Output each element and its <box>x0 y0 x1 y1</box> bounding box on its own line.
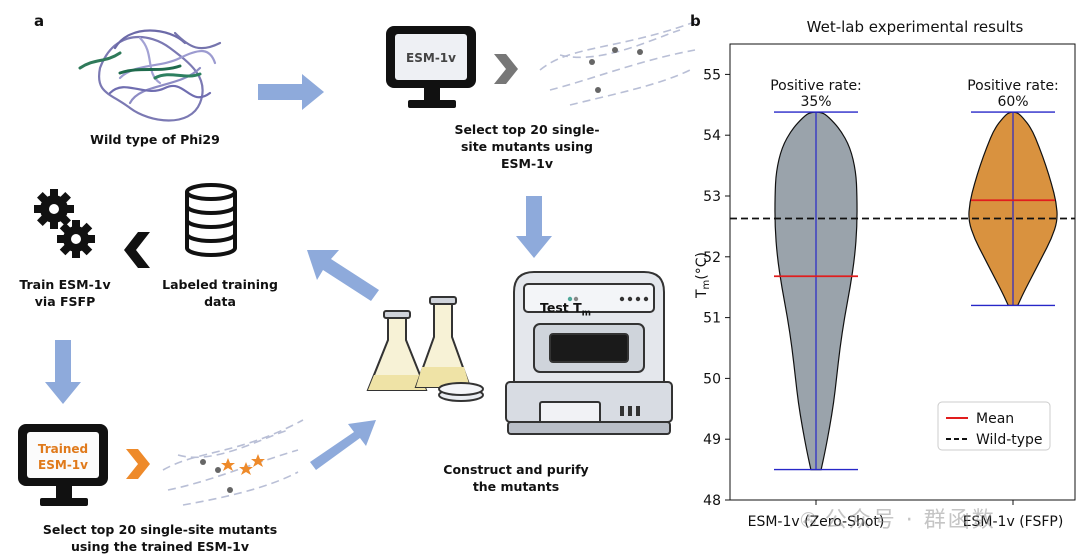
monitor-icon <box>386 26 476 108</box>
positive-rate-value: 60% <box>997 94 1028 110</box>
panel-b-label: b <box>690 12 701 30</box>
positive-rate-value: 35% <box>800 94 831 110</box>
chevron-right-icon <box>494 54 518 84</box>
arrow-up-left-icon <box>307 250 379 301</box>
monitor-trained-label: Trained ESM-1v <box>37 442 89 472</box>
gear-icon <box>34 189 95 258</box>
y-tick-label: 55 <box>703 67 721 83</box>
mutant-cloud-icon <box>539 19 701 106</box>
x-tick-label: ESM-1v (FSFP) <box>963 514 1064 530</box>
legend-mean-label: Mean <box>976 411 1014 427</box>
chart-title: Wet-lab experimental results <box>807 18 1024 36</box>
wechat-icon: ✇ <box>800 508 819 532</box>
flask-icon <box>366 296 484 402</box>
construct-caption: Construct and purify the mutants <box>443 462 589 494</box>
y-tick-label: 52 <box>703 250 721 266</box>
mutant-cloud-icon <box>162 419 304 506</box>
chevron-left-icon <box>124 232 150 268</box>
select-top-caption: Select top 20 single-site mutants using … <box>454 122 600 171</box>
train-caption: Train ESM-1v via FSFP <box>19 277 111 309</box>
thermal-machine-icon <box>505 271 673 435</box>
arrow-down-icon <box>45 340 81 404</box>
x-tick-label: ESM-1v (Zero-Shot) <box>748 514 885 530</box>
labeled-data-caption: Labeled training data <box>162 277 278 309</box>
arrow-down-icon <box>516 196 552 258</box>
y-tick-label: 50 <box>703 371 721 387</box>
select-trained-caption: Select top 20 single-site mutants using … <box>42 522 278 554</box>
watermark: ✇公众号 · 群函数 <box>800 508 996 533</box>
violin-chart: Wet-lab experimental results 48 49 50 51 52 5… <box>694 18 1076 530</box>
chevron-right-icon <box>126 449 150 479</box>
y-tick-label: 49 <box>703 432 721 448</box>
monitor-esm-label: ESM-1v <box>406 51 456 65</box>
machine-label: Test Tm <box>540 300 592 319</box>
y-tick-label: 53 <box>703 189 721 205</box>
monitor-icon <box>18 424 108 506</box>
database-icon <box>185 183 237 257</box>
y-tick-label: 54 <box>703 128 721 144</box>
positive-rate-label: Positive rate: <box>770 78 862 94</box>
positive-rate-label: Positive rate: <box>967 78 1059 94</box>
y-axis-label: Tm(°C) <box>694 252 712 299</box>
wild-type-caption: Wild type of Phi29 <box>90 132 220 147</box>
y-tick-label: 51 <box>703 311 721 327</box>
arrow-right-icon <box>258 74 324 110</box>
svg-text:Tm(°C): Tm(°C) <box>694 252 712 299</box>
legend-wildtype-label: Wild-type <box>976 432 1043 448</box>
panel-a-label: a <box>34 12 45 30</box>
y-tick-label: 48 <box>703 493 721 509</box>
plot-frame <box>729 43 1076 501</box>
protein-structure-icon <box>78 29 222 122</box>
arrow-up-right-icon <box>310 420 376 470</box>
